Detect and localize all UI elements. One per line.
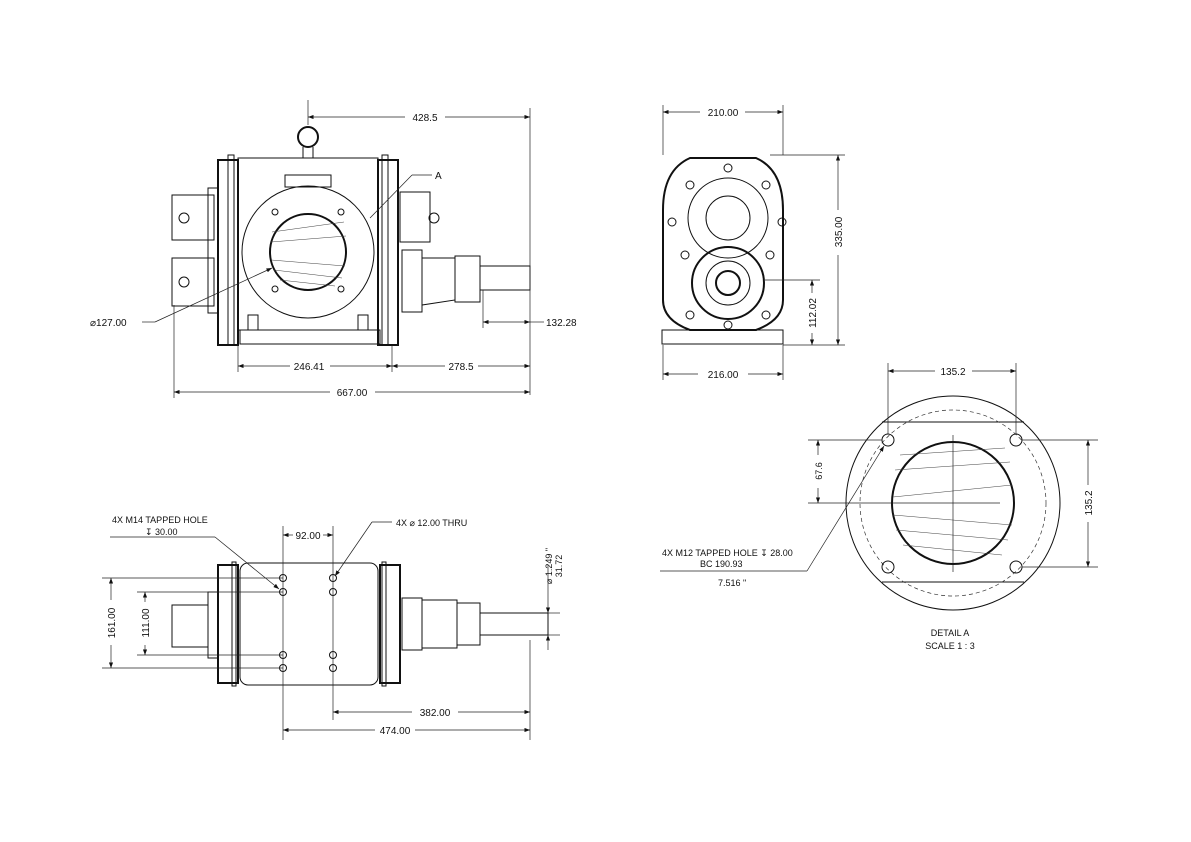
side-view: 210.00 216.00 335.00 112.02 (661, 105, 845, 381)
pump-body (237, 157, 379, 331)
dim-135-2-vertical: 135.2 (1084, 490, 1095, 515)
dim-210: 210.00 (708, 108, 739, 119)
bore (269, 213, 347, 291)
dim-112-02: 112.02 (808, 298, 819, 328)
note-bolt-circle: BC 190.93 (700, 559, 743, 569)
note-thru-hole: 4X ⌀ 12.00 THRU (396, 518, 467, 528)
dim-132-28: 132.28 (546, 318, 577, 329)
dim-216: 216.00 (708, 370, 739, 381)
left-actuator-top (171, 194, 215, 241)
dim-382: 382.00 (420, 708, 451, 719)
base (239, 329, 381, 345)
dim-shaft-diameter-mm: 31.72 (554, 555, 564, 578)
gear-housing (421, 257, 456, 306)
bolt-circle (859, 409, 1047, 597)
dim-278-5: 278.5 (448, 362, 473, 373)
bottom-body (239, 562, 379, 686)
dim-shaft-diameter-in: ⌀ 1.249 " (544, 548, 554, 584)
detail-a-title: DETAIL A (931, 628, 970, 638)
detail-a-scale: SCALE 1 : 3 (925, 641, 975, 651)
dim-161: 161.00 (107, 607, 118, 638)
note-m14-depth: ↧ 30.00 (145, 527, 178, 537)
inlet-flange (241, 185, 375, 319)
dim-111: 111.00 (141, 608, 152, 638)
side-base (661, 329, 784, 345)
note-m12-tapped-hole: 4X M12 TAPPED HOLE ↧ 28.00 (662, 548, 793, 558)
dim-474: 474.00 (380, 726, 411, 737)
dim-92: 92.00 (295, 531, 320, 542)
dim-bore-diameter: ⌀127.00 (90, 318, 127, 329)
note-bolt-circle-in: 7.516 " (718, 578, 746, 588)
dim-428-5: 428.5 (412, 113, 437, 124)
detail-a-view: 135.2 135.2 67.6 4X M12 TAPPED HOLE ↧ 28… (660, 363, 1098, 651)
bottom-left-actuator (171, 604, 209, 648)
dim-667: 667.00 (337, 388, 368, 399)
eye-bolt (297, 126, 319, 148)
front-view: 428.5 246.41 278.5 667.00 132.28 ⌀127.00… (90, 100, 577, 399)
detail-callout-a: A (435, 171, 442, 182)
bottom-shaft (479, 612, 549, 636)
shaft (479, 265, 531, 291)
dim-135-2-horizontal: 135.2 (940, 367, 965, 378)
note-m14-tapped-hole: 4X M14 TAPPED HOLE (112, 515, 208, 525)
dim-67-6: 67.6 (814, 462, 824, 480)
dim-246-41: 246.41 (294, 362, 325, 373)
dim-335: 335.00 (834, 216, 845, 247)
left-actuator-bottom (171, 257, 215, 307)
bottom-view: 92.00 382.00 474.00 161.00 111.00 ⌀ 1.24… (102, 515, 564, 740)
